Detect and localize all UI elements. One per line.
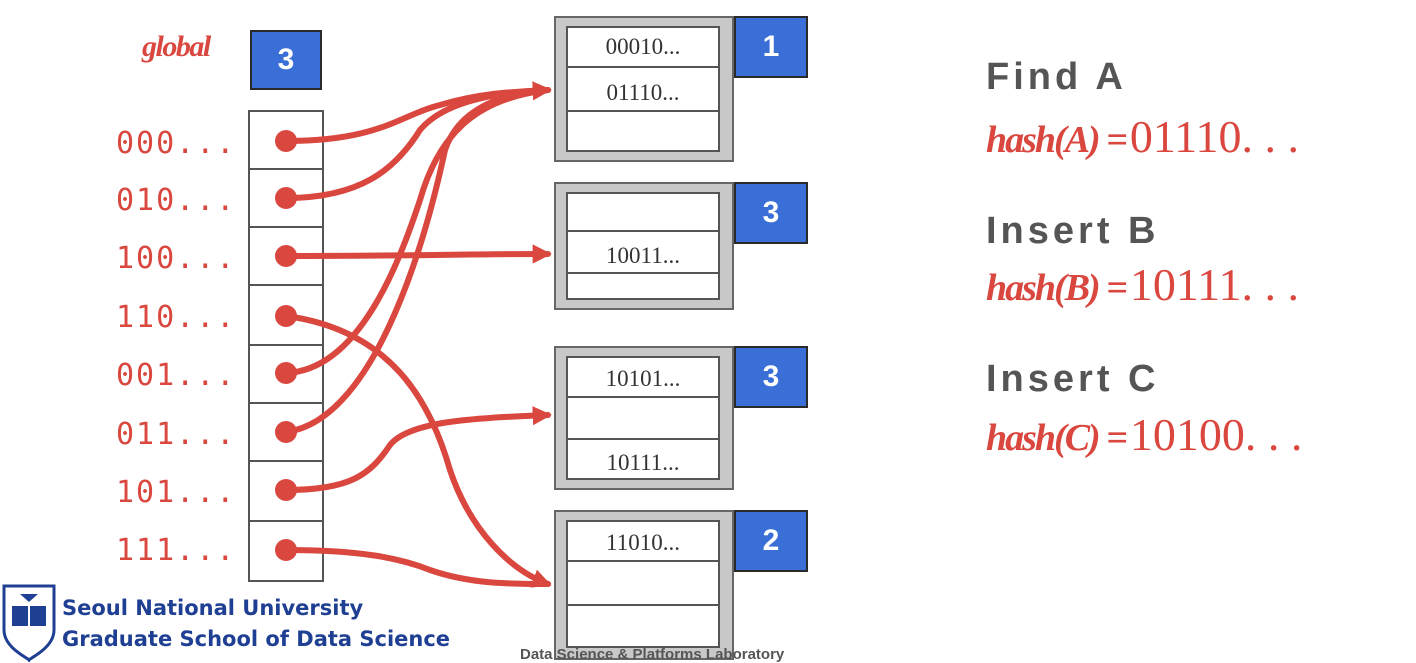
pointer-001-to-bucket-1: [283, 87, 551, 376]
directory-label: 000...: [116, 126, 237, 161]
bucket-key: 11010...: [606, 530, 680, 555]
slot-divider: [568, 110, 718, 112]
directory-label: 110...: [116, 300, 237, 335]
footer-lab-name: Data Science & Platforms Laboratory: [520, 646, 785, 663]
bucket-slots: [566, 356, 720, 480]
directory-label: 001...: [116, 358, 237, 393]
hash-line: hash(A) = 01110. . .: [986, 110, 1299, 163]
pointer-dot: [275, 421, 297, 443]
slot-divider: [568, 438, 718, 440]
global-depth-label: global: [142, 30, 211, 63]
logo-school-name: Graduate School of Data Science: [62, 627, 451, 651]
hash-value: 01110. . .: [1129, 111, 1299, 162]
local-depth-badge: 1: [734, 16, 808, 78]
operation-title: Insert C: [986, 358, 1160, 400]
slot-divider: [568, 396, 718, 398]
hash-function: hash(A) =: [986, 119, 1128, 161]
hash-line: hash(C) = 10100. . .: [986, 408, 1302, 461]
hash-value: 10111. . .: [1129, 259, 1299, 310]
pointer-110-to-bucket-4: [283, 313, 552, 588]
hash-value: 10100. . .: [1129, 409, 1303, 460]
slot-divider: [568, 66, 718, 68]
pointer-dot: [275, 305, 297, 327]
bucket-key: 00010...: [605, 34, 681, 59]
hash-function: hash(B) =: [986, 267, 1128, 309]
bucket-slots: [566, 192, 720, 300]
bucket-slots: [566, 26, 720, 152]
pointer-101-to-bucket-3: [283, 406, 552, 493]
slot-divider: [568, 230, 718, 232]
global-depth-badge: 3: [250, 30, 322, 90]
local-depth-badge: 3: [734, 346, 808, 408]
bucket-key: 10111...: [606, 450, 680, 475]
operation-title: Find A: [986, 56, 1127, 98]
directory-label: 101...: [116, 475, 237, 510]
operation-title: Insert B: [986, 210, 1160, 252]
pointer-dot: [275, 539, 297, 561]
directory-label: 011...: [116, 417, 237, 452]
pointer-dot: [275, 187, 297, 209]
bucket-key: 10101...: [605, 366, 681, 391]
pointer-dot: [275, 362, 297, 384]
pointer-dot: [275, 245, 297, 267]
bucket-slots: [566, 520, 720, 648]
local-depth-badge: 2: [734, 510, 808, 572]
hash-function: hash(C) =: [986, 417, 1128, 459]
directory-label: 111...: [116, 533, 237, 568]
hash-line: hash(B) = 10111. . .: [986, 258, 1299, 311]
local-depth-badge: 3: [734, 182, 808, 244]
pointer-100-to-bucket-2: [283, 244, 552, 264]
pointer-dot: [275, 479, 297, 501]
bucket-key: 01110...: [606, 80, 680, 105]
university-emblem: [2, 584, 56, 662]
pointer-dot: [275, 130, 297, 152]
slot-divider: [568, 272, 718, 274]
pointer-111-to-bucket-4: [283, 547, 551, 587]
pointer-010-to-bucket-1: [283, 87, 551, 201]
logo-university-name: Seoul National University: [62, 596, 364, 620]
slot-divider: [568, 604, 718, 606]
directory-label: 100...: [116, 241, 237, 276]
slot-divider: [568, 560, 718, 562]
directory-label: 010...: [116, 183, 237, 218]
bucket-key: 10011...: [606, 243, 680, 268]
pointer-011-to-bucket-1: [283, 87, 551, 435]
